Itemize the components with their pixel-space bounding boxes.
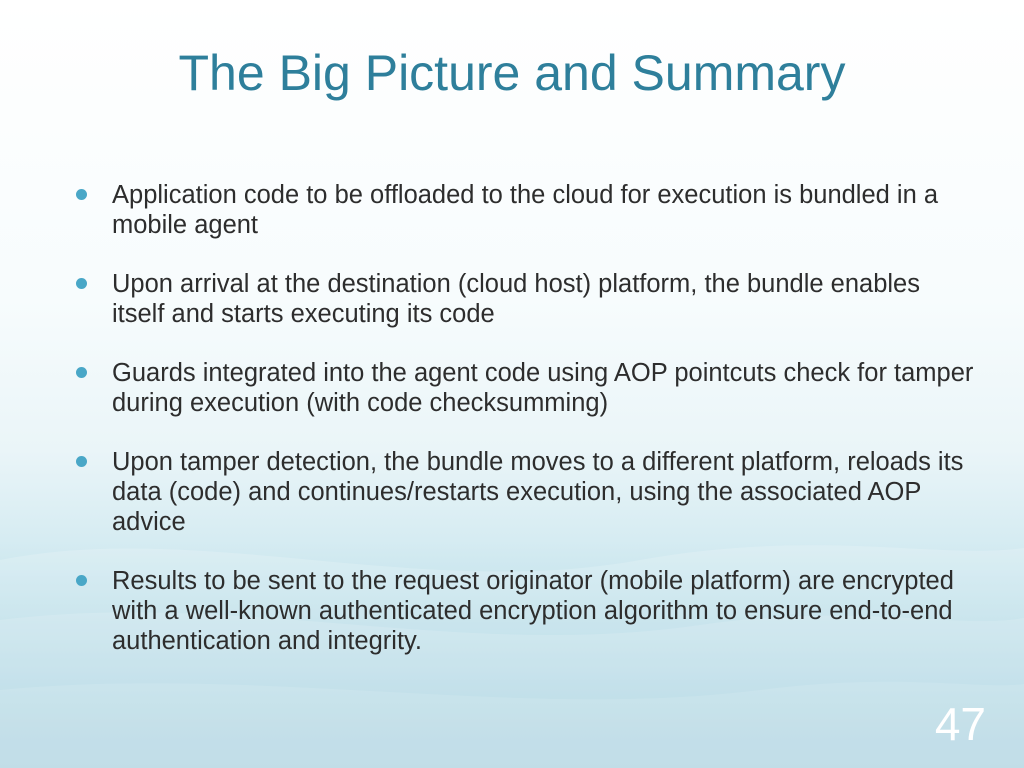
bullet-dot-icon [76, 575, 87, 586]
bullet-text: Application code to be offloaded to the … [112, 181, 939, 239]
bullet-dot-icon [76, 189, 87, 200]
bullet-dot-icon [76, 367, 87, 378]
bullet-text: Results to be sent to the request origin… [112, 567, 954, 655]
bullet-list: Application code to be offloaded to the … [76, 180, 976, 685]
bullet-item: Application code to be offloaded to the … [76, 180, 976, 240]
bullet-dot-icon [76, 456, 87, 467]
slide-number: 47 [934, 698, 986, 750]
slide-title: The Big Picture and Summary [178, 45, 846, 101]
bullet-text: Guards integrated into the agent code us… [112, 359, 974, 417]
bullet-item: Guards integrated into the agent code us… [76, 358, 976, 418]
bullet-text: Upon tamper detection, the bundle moves … [112, 448, 964, 536]
bullet-item: Upon arrival at the destination (cloud h… [76, 269, 976, 329]
bullet-item: Upon tamper detection, the bundle moves … [76, 447, 976, 537]
bullet-item: Results to be sent to the request origin… [76, 566, 976, 656]
bullet-dot-icon [76, 278, 87, 289]
bullet-text: Upon arrival at the destination (cloud h… [112, 270, 920, 328]
